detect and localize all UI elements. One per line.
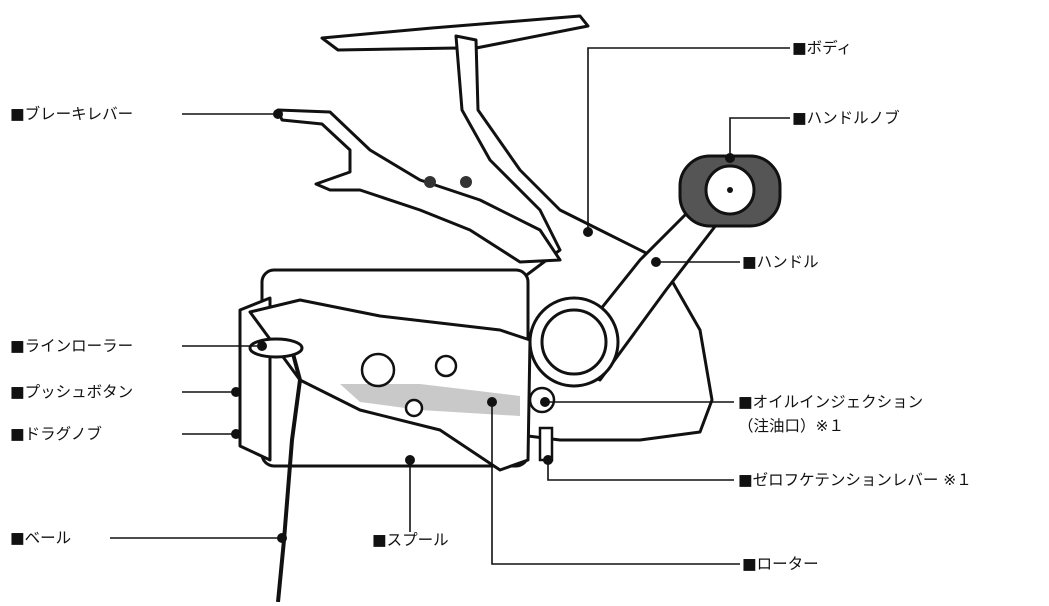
label-handle: ■ハンドル <box>742 253 819 271</box>
label-drag-knob: ■ドラグノブ <box>10 425 102 443</box>
label-rotor: ■ローター <box>742 555 819 573</box>
label-handle-knob: ■ハンドルノブ <box>792 109 900 127</box>
leader-lines <box>110 47 790 565</box>
tension-lever-shape <box>538 426 554 462</box>
rotor-shade <box>340 384 520 416</box>
bail-wire <box>276 349 303 603</box>
label-zero-tension-lever: ■ゼロフケテンションレバー ※１ <box>738 471 972 489</box>
label-oil-injection: ■オイルインジェクション <box>738 393 924 411</box>
label-line-roller: ■ラインローラー <box>10 337 134 355</box>
screw <box>434 354 458 378</box>
brake-lever-shape <box>276 108 562 264</box>
label-spool: ■スプール <box>372 531 449 549</box>
label-oil-injection-note: （注油口）※１ <box>738 417 844 435</box>
label-bail: ■ベール <box>10 529 72 547</box>
screw <box>404 398 424 418</box>
screw <box>360 352 396 388</box>
drag-shape <box>238 296 272 462</box>
label-push-button: ■プッシュボタン <box>10 383 134 401</box>
label-body: ■ボディ <box>792 39 853 57</box>
label-brake-lever: ■ブレーキレバー <box>10 105 134 123</box>
leader-dots <box>231 109 735 543</box>
reel-foot <box>320 14 590 72</box>
